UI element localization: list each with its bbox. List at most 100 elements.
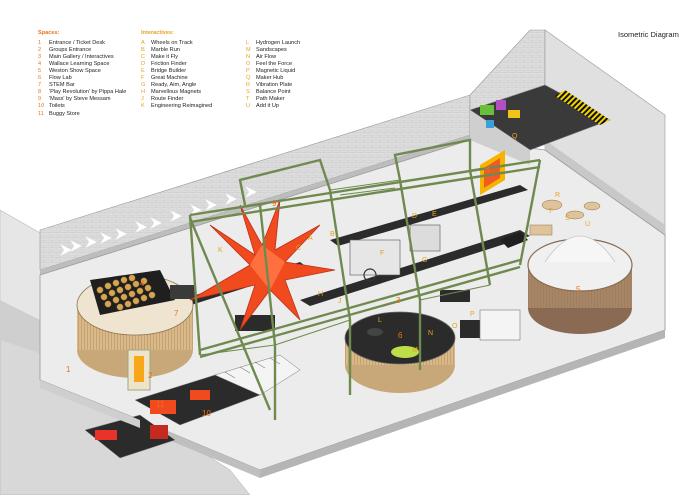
legend-label: Path Maker [256,96,285,103]
label-f: F [380,250,384,257]
legend-key: P [246,68,250,75]
legend-key: C [141,54,146,61]
legend-key: 7 [38,82,42,89]
space-legend-item: 4 Wallace Learning Space [38,61,126,68]
space-legend-item: 6 Flow Lab [38,75,126,82]
label-k: K [218,247,223,254]
legend-key: 8 [38,89,42,96]
legend-label: Air Flow [256,54,277,61]
space-legend-item: 3 Main Gallery / Interactives [38,54,126,61]
label-5: 5 [576,285,581,294]
label-10: 10 [202,409,211,418]
legend-key: 6 [38,75,42,82]
legend-label: Flow Lab [49,75,72,82]
flow-lab [344,311,456,393]
interactive-legend-item: Q Maker Hub [246,75,300,82]
legend-key: Q [246,75,251,82]
interactive-legend-item: S Balance Point [246,89,300,96]
legend-label: 'Play Revolution' by Pippa Hale [49,89,127,96]
interactive-legend-item: L Hydrogen Launch [246,40,300,47]
legend-key: R [246,82,251,89]
legend-key: U [246,103,251,110]
legend-label: Magnetic Liquid [256,68,296,75]
right-seating [529,199,601,236]
label-r: R [555,192,560,199]
legend-label: Toilets [49,103,65,110]
legend-key: 10 [38,103,45,110]
interactive-legend-item: N Air Flow [246,54,300,61]
legend-key: 1 [38,40,42,47]
legend-key: M [246,47,251,54]
legend-label: Marble Run [151,47,180,54]
space-number-labels: 1 2 3 4 5 6 7 8 9 10 11 [66,165,581,418]
label-t: T [548,208,553,215]
legend-label: Entrance / Ticket Desk [49,40,105,47]
interactive-legend-item: K Engineering Reimagined [141,103,246,110]
legend-key: 5 [38,68,42,75]
label-s: S [565,215,570,222]
label-e: E [432,211,437,218]
legend-key: K [141,103,145,110]
space-legend-item: 7 STEM Bar [38,82,126,89]
legend-label: Groups Entrance [49,47,92,54]
legend-key: B [141,47,145,54]
chevron-wall-graphics [59,185,258,257]
legend-label: STEM Bar [49,82,75,89]
gallery-exhibits [170,224,528,341]
space-legend-item: 2 Groups Entrance [38,47,126,54]
legend-label: Ready, Aim, Angle [151,82,197,89]
legend-key: 2 [38,47,42,54]
label-q: Q [512,133,518,140]
toilets-block [84,354,301,459]
legend-key: S [246,89,250,96]
legend-key: N [246,54,251,61]
legend-label: Engineering Reimagined [151,103,213,110]
label-d: D [412,213,417,220]
legend-key: 9 [38,96,42,103]
interactive-legend-item: O Feel the Force [246,61,300,68]
legend-label: Bridge Builder [151,68,187,75]
legend-key: L [246,40,250,47]
label-m: M [412,347,418,354]
label-o: O [452,323,458,330]
legend-key: H [141,89,146,96]
legend-key: 11 [38,110,44,117]
legend-key: 4 [38,61,42,68]
legend-label: Main Gallery / Interactives [49,54,114,61]
legend-label: Route Finder [151,96,184,103]
label-a: A [308,235,313,242]
space-legend-item: 9'Mass' by Steve Messam [38,96,126,103]
legend-key: 3 [38,54,42,61]
legend-label: Hydrogen Launch [256,40,301,47]
label-l: L [378,317,382,324]
legend-label: Feel the Force [256,61,293,68]
wallace-learning-space [76,270,194,378]
legend-label: Maker Hub [256,75,284,82]
legend-label: Marvellous Magnets [151,89,202,96]
label-3: 3 [396,296,401,305]
label-2: 2 [148,371,153,380]
label-c: C [296,245,301,252]
legend-label: Balance Point [256,89,291,96]
legend-key: O [246,61,251,68]
label-6: 6 [398,331,403,340]
legend-label: Wallace Learning Space [49,61,110,68]
label-h: H [318,291,323,298]
interactive-letter-labels: A B C D E F G H J K L M N O P Q R S T U [218,133,590,354]
interactive-legend-item: P Magnetic Liquid [246,68,300,75]
